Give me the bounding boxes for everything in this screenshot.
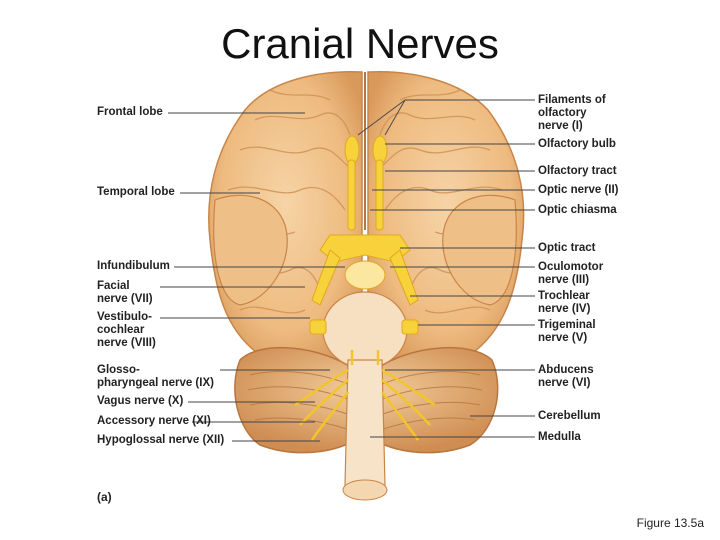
label-oculomotor-nerve: Oculomotor nerve (III) (538, 261, 604, 286)
label-trochlear-nerve: Trochlear nerve (IV) (538, 290, 591, 315)
label-optic-chiasma: Optic chiasma (538, 204, 617, 216)
label-frontal-lobe: Frontal lobe (97, 106, 163, 118)
label-trigeminal-nerve: Trigeminal nerve (V) (538, 319, 596, 344)
label-accessory-nerve: Accessory nerve (XI) (97, 415, 211, 427)
label-infundibulum: Infundibulum (97, 260, 170, 272)
label-facial-nerve: Facial nerve (VII) (97, 280, 153, 305)
medulla-shape (344, 359, 386, 497)
label-temporal-lobe: Temporal lobe (97, 186, 175, 198)
label-vestibulocochlear-nerve: Vestibulo- cochlear nerve (VIII) (97, 311, 156, 349)
label-vagus-nerve: Vagus nerve (X) (97, 395, 184, 407)
page-title: Cranial Nerves (221, 20, 499, 67)
figure-caption: Figure 13.5a (636, 516, 704, 530)
panel-label: (a) (97, 490, 112, 504)
label-optic-nerve: Optic nerve (II) (538, 184, 619, 196)
label-glossopharyngeal-nerve: Glosso- pharyngeal nerve (IX) (97, 364, 214, 389)
label-hypoglossal-nerve: Hypoglossal nerve (XII) (97, 434, 225, 446)
label-olfactory-bulb: Olfactory bulb (538, 138, 616, 150)
label-optic-tract: Optic tract (538, 242, 596, 254)
label-cerebellum: Cerebellum (538, 410, 601, 422)
label-abducens-nerve: Abducens nerve (VI) (538, 364, 594, 389)
label-olfactory-tract: Olfactory tract (538, 165, 617, 177)
label-medulla: Medulla (538, 431, 581, 443)
label-olfactory-filaments: Filaments of olfactory nerve (I) (538, 94, 606, 132)
